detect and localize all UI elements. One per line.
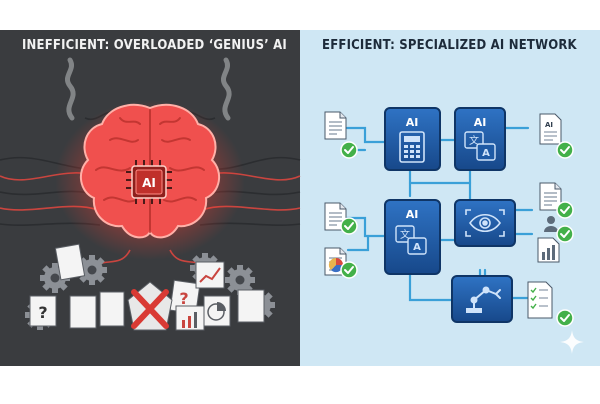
checkmark-icon (556, 225, 574, 243)
left-panel-title: INEFFICIENT: OVERLOADED ‘GENIUS’ AI (22, 38, 287, 53)
input-documents (324, 111, 358, 279)
module-translator-mid: AI 文 A (384, 199, 441, 275)
module-vision (454, 199, 516, 247)
checkmark-icon (556, 309, 574, 327)
module-robotics (451, 275, 513, 323)
error-cross-icon (127, 281, 173, 331)
svg-text:文: 文 (400, 228, 410, 241)
svg-text:文: 文 (469, 134, 479, 147)
module-translator-top: AI 文 A (454, 107, 506, 171)
chip-icon: AI (126, 160, 172, 204)
eye-icon (465, 209, 505, 237)
module-calculator: AI (384, 107, 441, 171)
user-document-icon (544, 216, 558, 232)
module-label: AI (406, 116, 419, 129)
chip-label: AI (142, 176, 156, 190)
output-documents: AI (527, 113, 574, 327)
bar-chart-document-icon (537, 237, 560, 263)
checkmark-icon (340, 261, 358, 279)
checkmark-icon (340, 217, 358, 235)
svg-text:?: ? (38, 303, 47, 322)
translate-icon: 文 A (395, 225, 427, 255)
translate-icon: 文 A (464, 131, 496, 161)
checkmark-icon (340, 141, 358, 159)
document-label: AI (545, 121, 553, 129)
svg-text:?: ? (179, 289, 188, 308)
robot-arm-icon (466, 286, 501, 313)
checkmark-icon (556, 201, 574, 219)
smoke-plumes (64, 57, 232, 121)
module-label: AI (406, 208, 419, 221)
checklist-document-icon (527, 281, 553, 319)
document-icon (324, 111, 347, 140)
svg-text:A: A (413, 242, 421, 253)
document-icon: AI (539, 113, 562, 145)
checkmark-icon (556, 141, 574, 159)
calculator-icon (399, 131, 425, 163)
right-panel-title: EFFICIENT: SPECIALIZED AI NETWORK (322, 38, 577, 53)
sparkle-icon (560, 330, 584, 354)
document-pile: ? ? (29, 243, 265, 331)
svg-text:A: A (482, 148, 490, 159)
module-label: AI (474, 116, 487, 129)
